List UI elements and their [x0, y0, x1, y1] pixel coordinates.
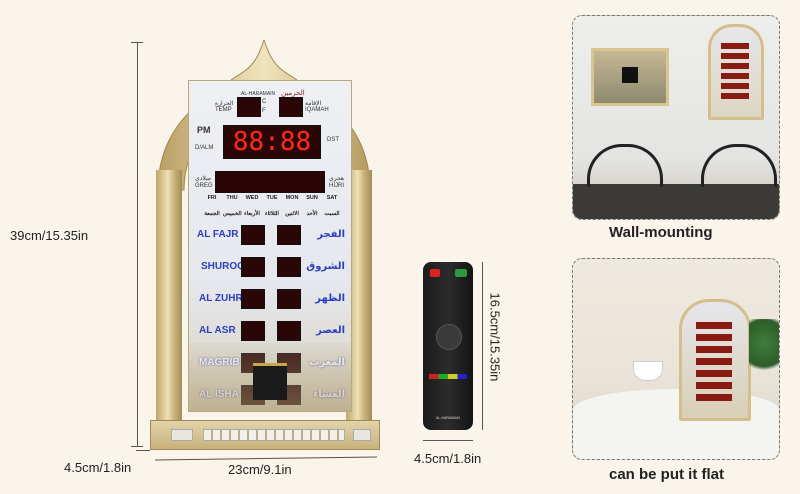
tea-cup [633, 361, 663, 381]
fahrenheit-label: F [262, 108, 266, 114]
prayer-asr-minute [277, 321, 301, 341]
clock-display-panel: AL-HARAMAIN الحرمين TEMP الحرارة C F الإ… [188, 80, 352, 412]
prayer-shuroq-hour [241, 257, 265, 277]
kaaba-painting-cube [622, 67, 638, 83]
color-keys[interactable] [429, 374, 467, 379]
remote-width-line [423, 440, 473, 441]
mode-button[interactable] [455, 269, 467, 277]
day-thu: THU [226, 195, 238, 201]
temp-label: TEMP [215, 107, 232, 113]
width-dimension-line [155, 456, 377, 461]
kaaba-painting [591, 48, 669, 106]
prayer-asr-arabic: العصر [316, 325, 345, 336]
prayer-magrib-label: MAGRIB [199, 357, 240, 368]
prayer-magrib-hour [241, 353, 265, 373]
clock-base [150, 420, 380, 450]
prayer-asr-hour [241, 321, 265, 341]
day-tue: TUE [266, 195, 278, 201]
nav-pad[interactable] [436, 324, 462, 350]
day-wed: WED [245, 195, 259, 201]
brand-arabic: الحرمين [281, 90, 305, 97]
prayer-shuroq-label: SHUROQ [201, 261, 245, 272]
prayer-magrib-minute [277, 353, 301, 373]
day-sat: SAT [326, 195, 338, 201]
prayer-shuroq-arabic: الشروق [306, 261, 345, 272]
base-speaker-right [353, 429, 371, 441]
brand-text: AL-HARAMAIN [241, 91, 276, 97]
prayer-isha-arabic: العشاء [313, 389, 345, 400]
iqamah-arabic: الإقامة [305, 101, 322, 107]
prayer-fajr-hour [241, 225, 265, 245]
prayer-zuhr-minute [277, 289, 301, 309]
prayer-fajr-arabic: الفجر [317, 229, 345, 240]
table-surface [573, 184, 779, 219]
hijri-label: HIJRI [329, 183, 344, 189]
dst-label: DST [327, 137, 339, 143]
flat-placement-photo [572, 258, 780, 460]
chair-right [701, 144, 777, 187]
prayer-fajr-minute [277, 225, 301, 245]
flat-caption: can be put it flat [609, 466, 725, 483]
day-tue-ar: الثلاثاء [265, 211, 279, 217]
day-mon-ar: الاثنين [285, 211, 299, 217]
hijri-arabic: هجري [329, 176, 345, 182]
power-button[interactable] [430, 269, 440, 277]
pm-label: PM [197, 125, 211, 135]
temp-arabic: الحرارة [215, 101, 234, 107]
iqamah-label: IQAMAH [305, 107, 329, 113]
day-sun: SUN [306, 195, 318, 201]
chair-left [587, 144, 663, 187]
prayer-isha-hour [241, 385, 265, 405]
remote-brand: AL-HARAMAIN [436, 416, 460, 420]
left-pillar [156, 170, 182, 420]
day-fri-ar: الجمعة [204, 211, 220, 217]
temp-display [237, 97, 261, 117]
day-fri: FRI [207, 195, 217, 201]
day-mon: MON [285, 195, 299, 201]
mounted-clock [708, 24, 764, 120]
day-sun-ar: الأحد [306, 211, 318, 217]
time-display: 88:88 [223, 125, 321, 159]
remote-control: AL-HARAMAIN [423, 262, 473, 430]
prayer-asr-label: AL ASR [199, 325, 236, 336]
plant [749, 319, 779, 379]
standing-clock [679, 299, 751, 421]
height-tick-bottom [131, 446, 143, 447]
greg-arabic: ميلادي [195, 176, 211, 182]
prayer-zuhr-arabic: الظهر [315, 293, 345, 304]
day-wed-ar: الأربعاء [244, 211, 260, 217]
remote-height-line [482, 262, 483, 430]
prayer-isha-label: AL ISHA [199, 389, 239, 400]
prayer-zuhr-label: AL ZUHR [199, 293, 243, 304]
height-dimension-line [137, 42, 138, 446]
prayer-isha-minute [277, 385, 301, 405]
prayer-shuroq-minute [277, 257, 301, 277]
base-buttons[interactable] [203, 429, 345, 441]
remote-width-label: 4.5cm/1.8in [414, 451, 482, 466]
remote-height-label: 16.5cm/15.35in [487, 292, 503, 382]
height-tick-top [131, 42, 143, 43]
celsius-label: C [262, 99, 267, 105]
depth-dimension-line [136, 450, 150, 451]
standing-clock-led [696, 322, 732, 402]
day-thu-ar: الخميس [223, 211, 242, 217]
height-label: 39cm/15.35in [10, 228, 89, 243]
width-label: 23cm/9.1in [228, 462, 292, 477]
greg-label: GREG [195, 183, 213, 189]
prayer-magrib-arabic: المغرب [309, 357, 345, 368]
prayer-fajr-label: AL FAJR [197, 229, 239, 240]
depth-label: 4.5cm/1.8in [64, 460, 132, 475]
prayer-zuhr-hour [241, 289, 265, 309]
iqamah-display [279, 97, 303, 117]
date-display [215, 171, 325, 193]
day-sat-ar: السبت [324, 211, 340, 217]
kaaba-scene-image [189, 343, 351, 411]
wall-mount-photo [572, 15, 780, 220]
base-speaker-left [171, 429, 193, 441]
alarm-label: D/ALM [195, 145, 214, 151]
mounted-clock-led [721, 43, 749, 103]
wall-mounting-caption: Wall-mounting [609, 224, 713, 241]
